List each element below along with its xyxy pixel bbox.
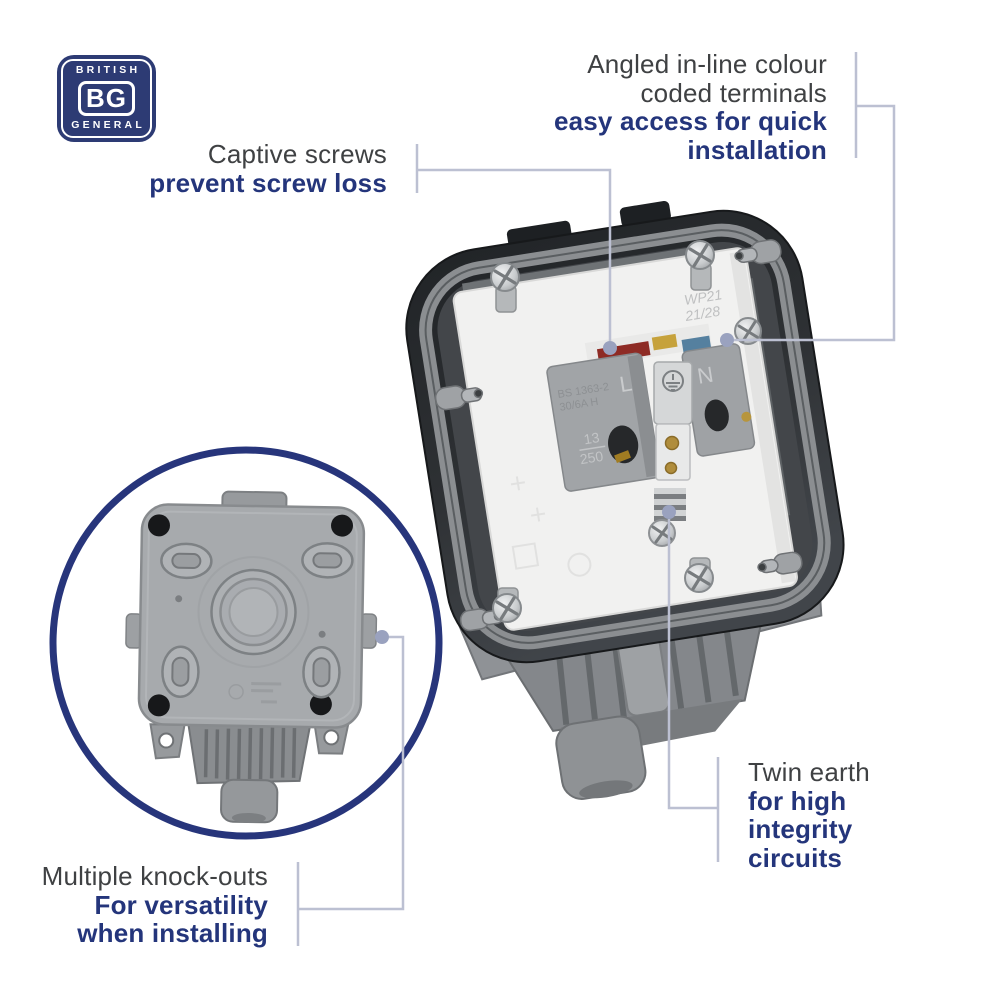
moulded-markings: [228, 682, 282, 704]
rear-view-inset: [49, 446, 443, 840]
callout-line: Multiple knock-outs: [41, 861, 268, 891]
callout-twin-earth: Twin earth for high integrity circuits: [748, 758, 870, 872]
leader-line-twin-earth: [667, 519, 718, 810]
leader-line-terminals: [734, 104, 896, 342]
callout-emphasis: circuits: [748, 842, 843, 873]
leader-dot-twin-earth: [662, 505, 676, 519]
live-label: L: [618, 370, 634, 397]
logo-bg-initials: BG: [78, 80, 135, 116]
callout-emphasis: for high: [748, 785, 847, 816]
bg-brand-logo: BRITISH BG GENERAL: [57, 55, 156, 142]
knockout-oval-top-right: [301, 542, 354, 579]
captive-screws: [490, 240, 762, 623]
lug-hole-right: [323, 729, 340, 746]
callout-emphasis: installation: [687, 134, 827, 165]
callout-emphasis: prevent screw loss: [149, 167, 387, 198]
lug-hole-left: [158, 732, 175, 749]
neutral-wire-hole: [704, 399, 729, 432]
plate-stamp-line2: 21/28: [683, 303, 721, 324]
captive-screw: [685, 240, 715, 291]
captive-screw: [492, 587, 522, 623]
callout-emphasis: when installing: [77, 918, 268, 948]
leader-lines: [296, 52, 896, 946]
bg-logo-border: BRITISH BG GENERAL: [61, 59, 152, 138]
plate-stamp-line1: WP21: [683, 286, 723, 308]
hinge-pins: [434, 239, 803, 632]
earth-colour-stripe: [651, 333, 678, 351]
earth-symbol-icon: [662, 370, 684, 392]
leader-dot-captive-screws: [603, 341, 617, 355]
knockout-centre-circle: [197, 556, 310, 669]
callout-line: coded terminals: [640, 77, 827, 108]
neutral-label: N: [695, 362, 715, 389]
captive-screw: [490, 262, 520, 313]
leader-dots: [375, 333, 734, 644]
knockout-oval-bottom-right: [302, 646, 341, 699]
leader-line-captive-screws: [418, 168, 612, 341]
marking-rating-top: 13: [583, 429, 601, 447]
leader-line-knockouts: [299, 635, 405, 911]
callout-line: Twin earth: [748, 757, 870, 787]
callout-knockouts: Multiple knock-outs For versatility when…: [42, 862, 268, 948]
callout-captive-screws: Captive screws prevent screw loss: [149, 140, 387, 197]
callout-emphasis: easy access for quick: [553, 106, 827, 136]
main-product-photo: WP21 21/28 BS 1363-2 30/6A H 13 250 L N: [405, 201, 845, 800]
live-wire-hole: [608, 425, 639, 464]
corner-fixing-holes: [147, 514, 354, 717]
logo-british-label: BRITISH: [75, 64, 141, 76]
callout-emphasis: For versatility: [94, 889, 268, 920]
callout-emphasis: integrity: [748, 814, 853, 844]
knockout-oval-top-left: [160, 542, 213, 580]
callout-angled-terminals: Angled in-line colour coded terminals ea…: [554, 50, 827, 164]
back-box-photo: [125, 490, 378, 824]
plate-stamp: WP21 21/28: [683, 286, 723, 324]
knockout-oval-bottom-left: [161, 645, 200, 699]
captive-screw: [684, 557, 714, 593]
callout-line: Angled in-line colour: [587, 49, 827, 79]
marking-rating-bottom: 250: [579, 448, 605, 467]
logo-general-label: GENERAL: [71, 119, 145, 131]
leader-dot-terminals: [720, 333, 734, 347]
leader-dot-knockouts: [375, 630, 389, 644]
live-terminal-block: BS 1363-2 30/6A H 13 250 L: [546, 352, 661, 492]
callout-line: Captive screws: [207, 139, 387, 169]
